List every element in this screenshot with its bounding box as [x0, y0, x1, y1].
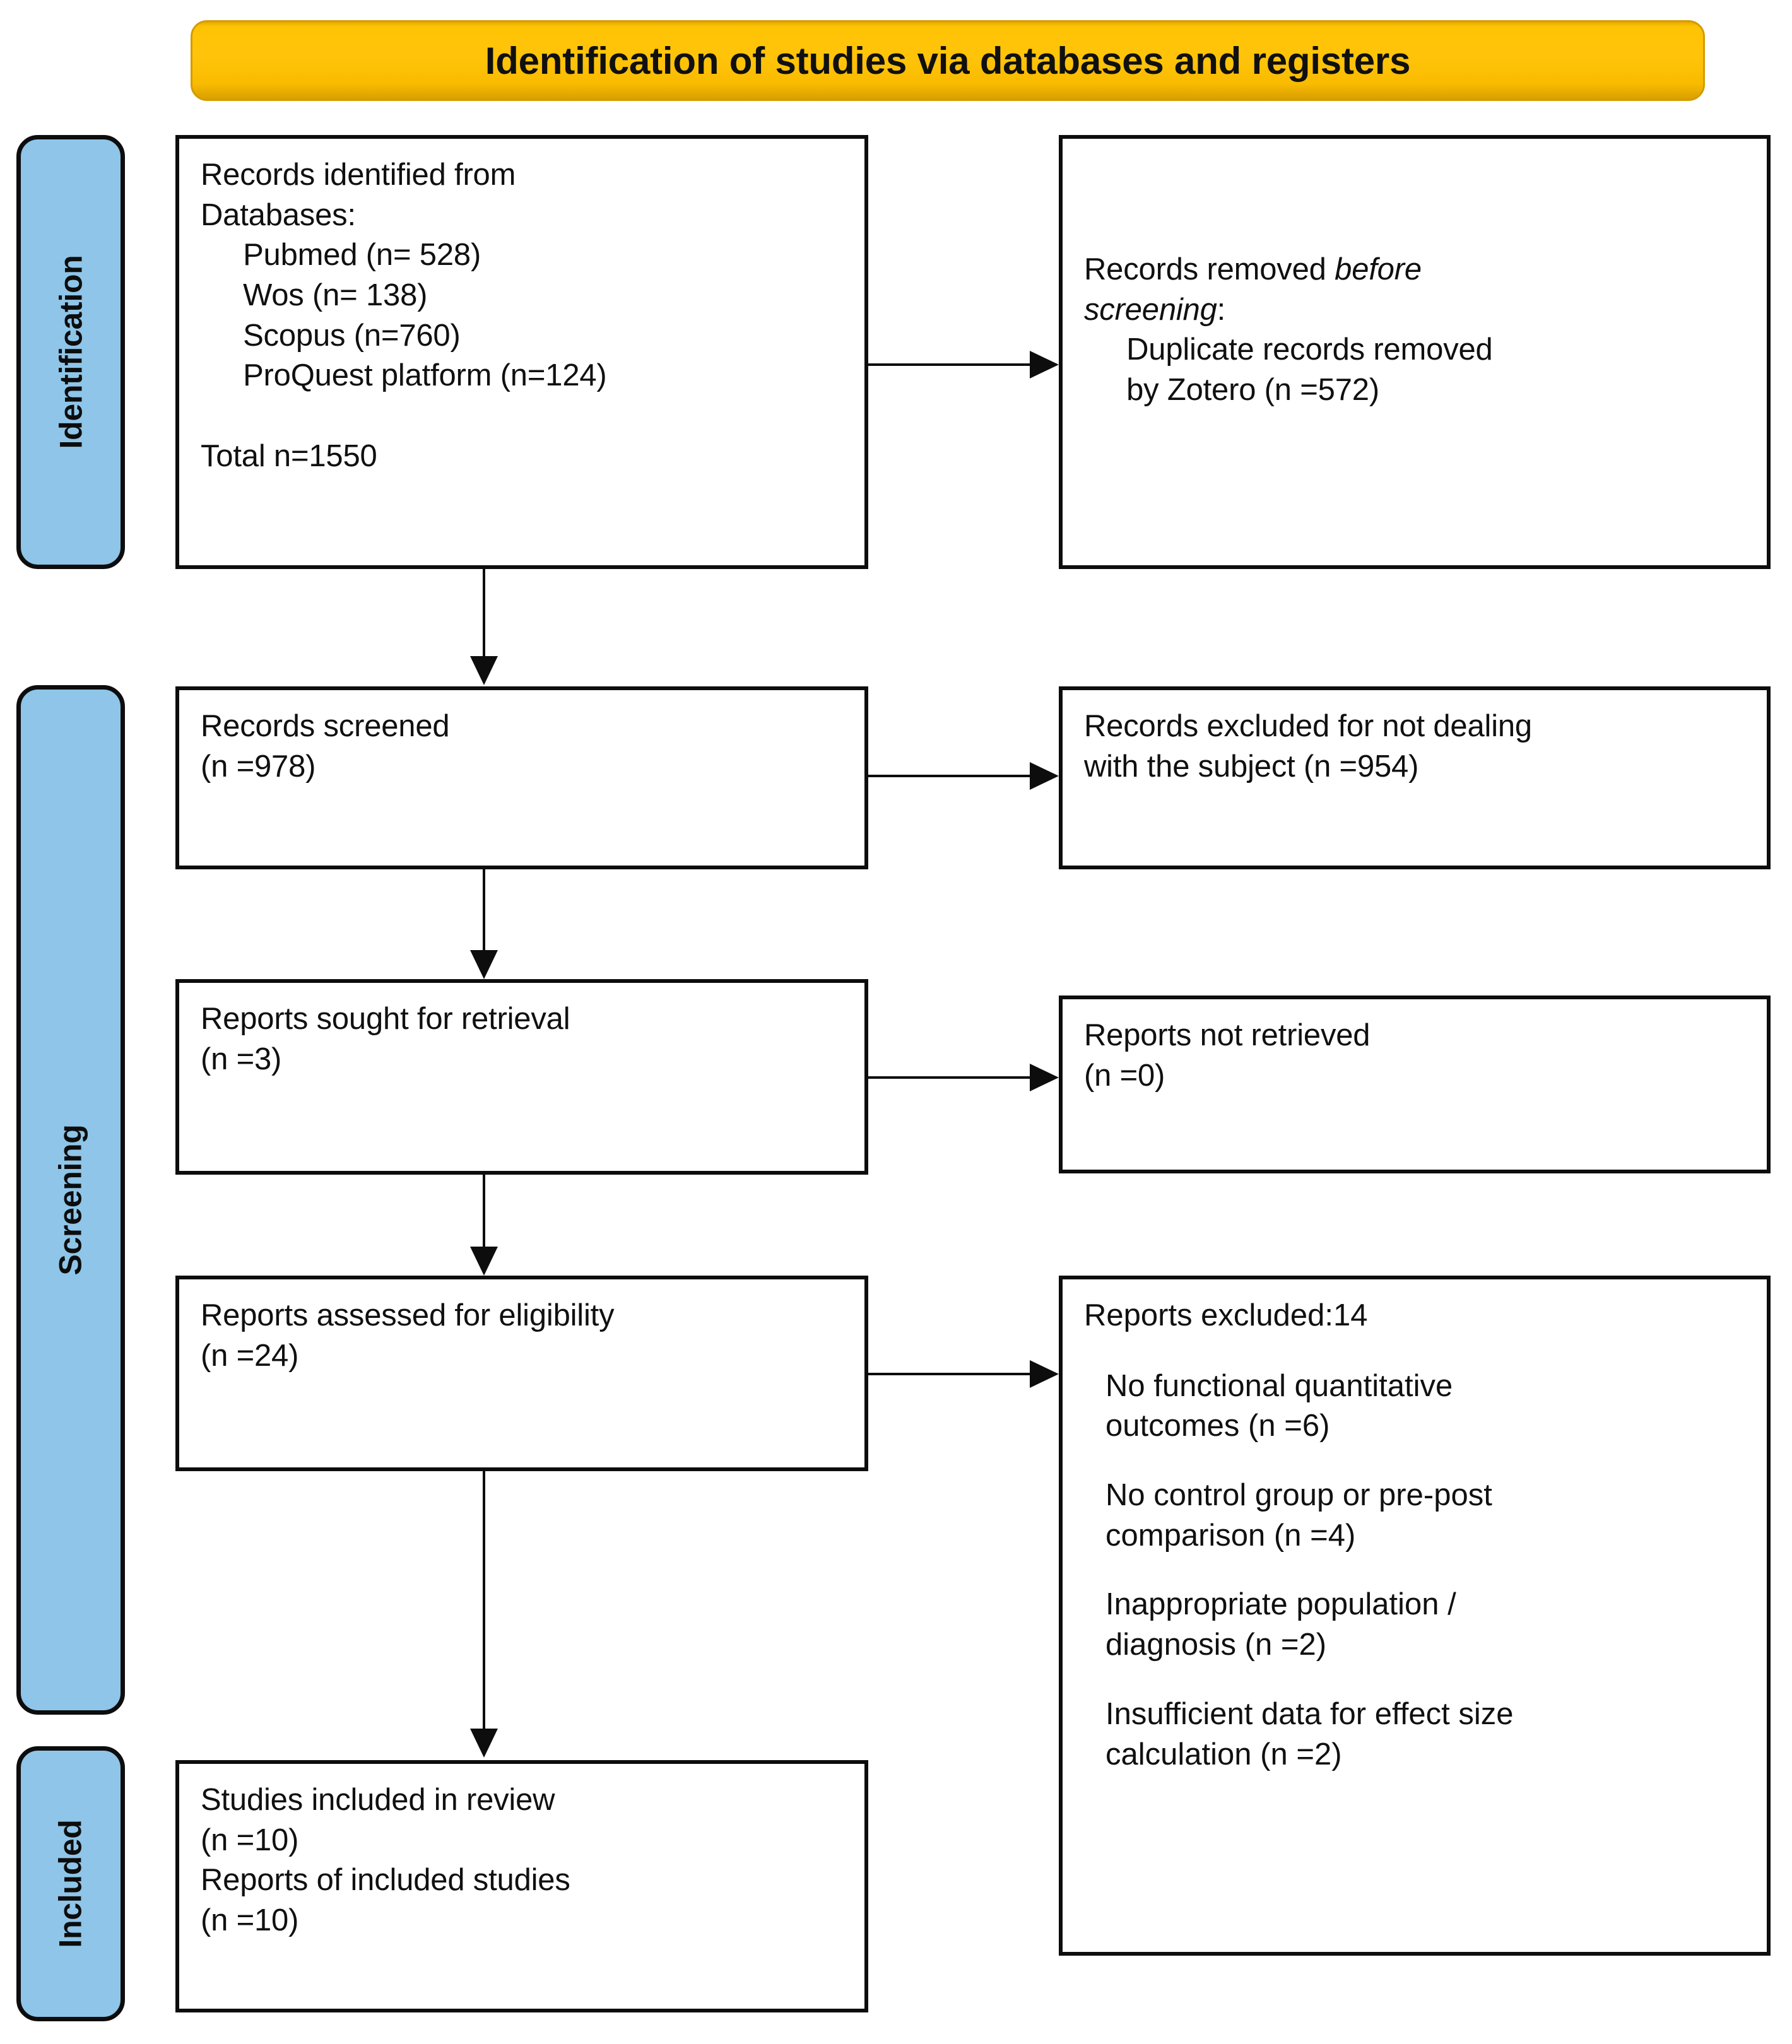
banner-identification-header: Identification of studies via databases …: [191, 20, 1705, 101]
box-records-screened: Records screened (n =978): [175, 686, 868, 869]
connector-identified-to-screened: [483, 569, 485, 657]
box-studies-included: Studies included in review (n =10) Repor…: [175, 1760, 868, 2012]
connector-screened-to-sought: [483, 869, 485, 953]
box-reports-assessed-text: Reports assessed for eligibility (n =24): [201, 1298, 615, 1373]
reports-excluded-reason-1: No functional quantitative outcomes (n =…: [1105, 1368, 1453, 1443]
box-records-identified: Records identified from Databases: Pubme…: [175, 135, 868, 569]
box-records-excluded-subject: Records excluded for not dealing with th…: [1059, 686, 1771, 869]
arrowhead-sought-to-not-retrieved: [1030, 1064, 1059, 1091]
removed-line3: Duplicate records removed by Zotero (n =…: [1126, 332, 1493, 408]
arrowhead-identified-to-screened: [470, 656, 498, 685]
arrowhead-sought-to-assessed: [470, 1247, 498, 1276]
arrowhead-assessed-to-included: [470, 1729, 498, 1758]
stage-label-included: Included: [16, 1746, 125, 2021]
box-reports-assessed: Reports assessed for eligibility (n =24): [175, 1276, 868, 1471]
removed-line1a: Records removed: [1084, 252, 1335, 286]
box-records-identified-text: Records identified from Databases: Pubme…: [201, 158, 607, 473]
arrowhead-screened-to-sought: [470, 950, 498, 979]
stage-label-identification-text: Identification: [53, 255, 89, 449]
box-records-excluded-subject-text: Records excluded for not dealing with th…: [1084, 709, 1532, 784]
reports-excluded-heading: Reports excluded:14: [1084, 1298, 1368, 1332]
removed-line1b-italic: before: [1335, 252, 1422, 286]
reports-excluded-reason-2: No control group or pre-post comparison …: [1105, 1478, 1492, 1553]
connector-sought-to-assessed: [483, 1175, 485, 1249]
box-reports-sought-text: Reports sought for retrieval (n =3): [201, 1002, 570, 1076]
connector-assessed-to-included: [483, 1471, 485, 1731]
connector-identified-to-removed: [868, 363, 1031, 366]
box-reports-not-retrieved-text: Reports not retrieved (n =0): [1084, 1018, 1371, 1093]
removed-line2a-italic: screening: [1084, 292, 1217, 327]
reports-excluded-reason-3: Inappropriate population / diagnosis (n …: [1105, 1587, 1456, 1662]
stage-label-included-text: Included: [53, 1819, 89, 1948]
stage-label-identification: Identification: [16, 135, 125, 569]
box-records-removed-text: Records removed before screening: Duplic…: [1084, 250, 1745, 411]
box-records-screened-text: Records screened (n =978): [201, 709, 450, 784]
box-studies-included-text: Studies included in review (n =10) Repor…: [201, 1783, 570, 1938]
reports-excluded-reason-4: Insufficient data for effect size calcul…: [1105, 1696, 1514, 1771]
arrowhead-identified-to-removed: [1030, 351, 1059, 379]
arrowhead-assessed-to-reports-excluded: [1030, 1360, 1059, 1388]
removed-line2b: :: [1217, 292, 1226, 327]
stage-label-screening: Screening: [16, 685, 125, 1715]
box-reports-sought: Reports sought for retrieval (n =3): [175, 979, 868, 1175]
connector-assessed-to-reports-excluded: [868, 1373, 1031, 1375]
box-reports-not-retrieved: Reports not retrieved (n =0): [1059, 996, 1771, 1173]
arrowhead-screened-to-excluded: [1030, 762, 1059, 790]
connector-sought-to-not-retrieved: [868, 1076, 1031, 1079]
stage-label-screening-text: Screening: [53, 1124, 88, 1276]
box-reports-excluded: Reports excluded:14 No functional quanti…: [1059, 1276, 1771, 1956]
connector-screened-to-excluded: [868, 775, 1031, 777]
banner-title: Identification of studies via databases …: [485, 39, 1411, 82]
box-records-removed: Records removed before screening: Duplic…: [1059, 135, 1771, 569]
